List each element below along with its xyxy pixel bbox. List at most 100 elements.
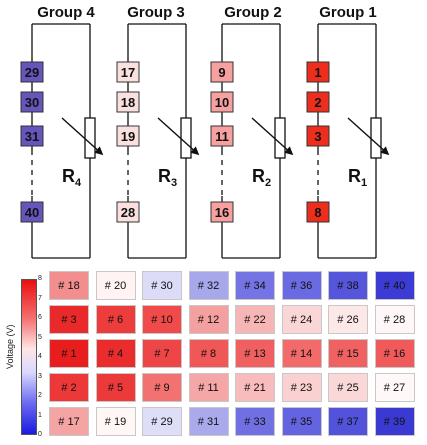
heatmap-cell: # 27 (374, 373, 415, 402)
resistor-subscript: 3 (171, 177, 177, 189)
battery-cell (116, 91, 140, 113)
heatmap-cell: # 10 (142, 305, 182, 334)
heatmap-cell: # 29 (142, 407, 182, 436)
battery-cell (20, 201, 44, 223)
battery-cell (116, 61, 140, 83)
resistor-label: R (348, 166, 361, 186)
heatmap-cell: # 1 (49, 339, 89, 368)
variable-resistor (180, 117, 192, 159)
battery-cell (210, 61, 234, 83)
battery-cell (306, 91, 330, 113)
heatmap-cell: # 33 (235, 407, 275, 436)
voltage-colorbar (21, 279, 37, 435)
battery-cell-number: 1 (314, 65, 321, 80)
heatmap-cell: # 38 (328, 271, 368, 300)
heatmap-cell: # 31 (188, 407, 229, 436)
heatmap-cell: # 8 (188, 339, 229, 368)
heatmap-cell: # 15 (328, 339, 368, 368)
colorbar-label: Voltage (V) (5, 324, 15, 369)
heatmap-cell: # 39 (374, 407, 415, 436)
heatmap-cell: # 5 (95, 373, 136, 402)
colorbar-tick-label: 7 (38, 294, 42, 302)
battery-cell-number: 2 (314, 95, 321, 110)
colorbar-tick-label: 8 (38, 275, 42, 282)
group-title: Group 4 (37, 4, 95, 21)
battery-cell-number: 18 (121, 95, 135, 110)
battery-cell-number: 28 (121, 205, 135, 220)
heatmap-cell: # 3 (49, 305, 89, 334)
voltage-heatmap: # 18# 20# 30# 32# 34# 36# 38# 40# 3# 6# … (49, 271, 415, 437)
heatmap-cell: # 7 (142, 339, 182, 368)
battery-cell (306, 61, 330, 83)
heatmap-cell: # 14 (281, 339, 322, 368)
battery-cell-number: 17 (121, 65, 135, 80)
battery-cell (306, 201, 330, 223)
heatmap-cell: # 40 (374, 271, 415, 300)
battery-cell (116, 125, 140, 147)
heatmap-cell: # 9 (142, 373, 182, 402)
colorbar-tick-label: 0 (38, 431, 42, 438)
colorbar-tick-label: 2 (38, 392, 42, 399)
heatmap-cell: # 24 (281, 305, 322, 334)
battery-cell (210, 125, 234, 147)
battery-cell-number: 8 (314, 205, 321, 220)
heatmap-cell: # 35 (281, 407, 322, 436)
battery-cell-number: 3 (314, 129, 321, 144)
resistor-label: R (62, 166, 75, 186)
heatmap-cell: # 17 (49, 407, 89, 436)
group-title: Group 2 (224, 4, 282, 21)
battery-cell (20, 61, 44, 83)
battery-cell (20, 91, 44, 113)
colorbar-tick-label: 5 (38, 333, 42, 341)
battery-cell (210, 91, 234, 113)
battery-cell-number: 40 (25, 205, 39, 220)
battery-cell (116, 201, 140, 223)
battery-cell-number: 31 (25, 129, 39, 144)
heatmap-cell: # 28 (374, 305, 415, 334)
battery-cell-number: 16 (215, 205, 229, 220)
battery-cell-number: 29 (25, 65, 39, 80)
heatmap-cell: # 20 (95, 271, 136, 300)
heatmap-cell: # 16 (374, 339, 415, 368)
resistor-arrow (347, 117, 390, 156)
heatmap-cell: # 26 (328, 305, 368, 334)
heatmap-cell: # 25 (328, 373, 368, 402)
battery-cell-number: 9 (218, 65, 225, 80)
colorbar-tick-label: 6 (38, 314, 42, 321)
heatmap-cell: # 34 (235, 271, 275, 300)
battery-cell (210, 201, 234, 223)
heatmap-cell: # 6 (95, 305, 136, 334)
colorbar-tick-label: 4 (38, 353, 42, 360)
heatmap-cell: # 11 (188, 373, 229, 402)
heatmap-cell: # 32 (188, 271, 229, 300)
heatmap-cell: # 19 (95, 407, 136, 436)
battery-cell (306, 125, 330, 147)
battery-cell-number: 11 (215, 129, 229, 144)
heatmap-cell: # 23 (281, 373, 322, 402)
variable-resistor (84, 117, 96, 159)
heatmap-cell: # 37 (328, 407, 368, 436)
resistor-subscript: 2 (265, 177, 271, 189)
resistor-arrow (251, 117, 294, 156)
resistor-arrow (61, 117, 104, 156)
variable-resistor (370, 117, 382, 159)
colorbar-tick-label: 3 (38, 372, 42, 380)
heatmap-cell: # 12 (188, 305, 229, 334)
heatmap-cell: # 22 (235, 305, 275, 334)
heatmap-cell: # 21 (235, 373, 275, 402)
resistor-label: R (252, 166, 265, 186)
resistor-subscript: 1 (361, 177, 367, 189)
heatmap-cell: # 36 (281, 271, 322, 300)
group-title: Group 3 (127, 4, 185, 21)
battery-cell (20, 125, 44, 147)
battery-cell-number: 19 (121, 129, 135, 144)
battery-cell-number: 10 (215, 95, 229, 110)
colorbar-tick-label: 1 (38, 411, 42, 419)
heatmap-cell: # 18 (49, 271, 89, 300)
heatmap-cell: # 13 (235, 339, 275, 368)
heatmap-cell: # 30 (142, 271, 182, 300)
heatmap-cell: # 4 (95, 339, 136, 368)
heatmap-cell: # 2 (49, 373, 89, 402)
resistor-arrow (157, 117, 200, 156)
